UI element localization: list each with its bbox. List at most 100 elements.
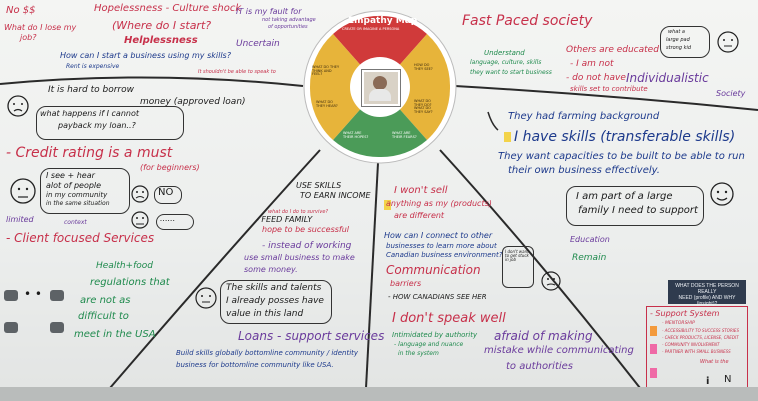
- see-hear-bubble: [40, 168, 130, 214]
- large-pad-bubble: [660, 26, 710, 58]
- note-limited: limited: [6, 215, 34, 224]
- note-skills-talents-2: I already posses have: [226, 296, 324, 306]
- magnet-dots: • •: [24, 287, 42, 301]
- note-communication: Communication: [386, 263, 481, 277]
- note-understand-3: they want to start business: [470, 69, 552, 76]
- sticky-note-yellow-2: [384, 200, 391, 210]
- note-build-1: Build skills globally bottomline communi…: [176, 349, 359, 357]
- note-society: Society: [716, 89, 746, 98]
- sticky-note-yellow: [504, 132, 511, 142]
- note-connect-3: Canadian business environment?: [386, 251, 503, 259]
- sticky-note-pink: [650, 344, 657, 354]
- note-uncertain: Uncertain: [236, 39, 280, 49]
- skills-talents-bubble: [220, 280, 332, 324]
- map-label-say-do: WHAT DO THEY DO? WHAT DO THEY SAY?: [414, 99, 433, 115]
- note-intimidated-3: in the system: [398, 350, 439, 357]
- note-skills-talents-1: The skills and talents: [226, 283, 322, 293]
- note-afraid-1: afraid of making: [494, 329, 593, 343]
- persona-face: [373, 76, 387, 90]
- magnet-1: [4, 290, 18, 301]
- note-see-hear-3: in my community: [46, 191, 108, 199]
- note-not-my-fault-2: not taking advantage: [262, 17, 316, 23]
- note-understand-2: language, culture, skills: [470, 59, 542, 66]
- note-health-food-2: regulations that: [90, 277, 170, 288]
- note-how-canadians: - HOW CANADIANS SEE HER: [388, 293, 487, 301]
- note-capacities-2: their own business effectively.: [508, 165, 660, 176]
- loan-bubble: [36, 106, 184, 140]
- note-connect-2: businesses to learn more about: [386, 242, 497, 250]
- magnet-2: [50, 290, 64, 301]
- note-see-hear-4: in the same situation: [46, 200, 110, 207]
- note-lose-job: What do I lose my: [4, 23, 77, 32]
- map-title: Empathy Map: [348, 16, 418, 26]
- note-remain: Remain: [572, 253, 607, 263]
- map-label-fears: WHAT ARE THEIR FEARS?: [392, 131, 417, 139]
- note-client-focused: - Client focused Services: [6, 231, 155, 245]
- note-intimidated-2: - language and nuance: [394, 341, 464, 348]
- note-cannot-payback: what happens if I cannot: [40, 109, 139, 118]
- note-connect-1: How can I connect to other: [384, 231, 493, 240]
- magnet-4: [50, 322, 64, 333]
- note-large-pad-1: what a: [668, 29, 685, 35]
- worried-face-icon-2: [131, 211, 149, 229]
- note-health-food-4: difficult to: [78, 311, 129, 322]
- note-barriers: barriers: [390, 279, 422, 288]
- note-what-is-the: What is the: [700, 359, 729, 365]
- note-dont-want: I don't want to get stuck in job: [505, 249, 529, 263]
- note-intimidated-1: Intimidated by authority: [392, 331, 478, 339]
- note-mentor-2: - ACCESSIBILITY TO SUCCESS STORIES: [662, 328, 739, 333]
- note-rent: Rent is expensive: [66, 63, 120, 70]
- note-what-do-i-do: what do I do to survive?: [268, 209, 329, 215]
- note-fast-paced: Fast Paced society: [462, 13, 593, 29]
- map-label-see: HOW DO THEY SEE?: [414, 63, 433, 71]
- note-health-food-1: Health+food: [96, 261, 153, 271]
- note-wont-sell-2: anything as my (products): [386, 199, 492, 208]
- note-for-beginners: (for beginners): [140, 163, 200, 172]
- note-instead-working-1: - instead of working: [262, 241, 352, 251]
- note-instead-working-3: some money.: [244, 265, 298, 274]
- small-face-icon: [541, 271, 561, 291]
- note-afraid-3: to authorities: [506, 361, 574, 372]
- note-mentor-3: - CHECK PRODUCTS, LICENSE, CREDIT: [662, 335, 739, 340]
- note-hard-borrow: It is hard to borrow: [48, 85, 134, 95]
- note-helplessness: Helplessness: [124, 35, 198, 46]
- note-do-not-have: - do not have: [566, 73, 626, 83]
- note-loans-support: Loans - support services: [238, 329, 385, 343]
- note-i-am-not: - I am not: [570, 59, 614, 69]
- note-large-pad-3: strong kid: [666, 45, 692, 51]
- note-health-food-5: meet in the USA: [74, 329, 156, 340]
- note-where-start: (Where do I start?: [112, 19, 212, 32]
- note-feed-family: - FEED FAMILY: [256, 215, 313, 224]
- note-hope-successful: hope to be successful: [262, 225, 350, 234]
- note-large-family-2: family I need to support: [578, 205, 698, 216]
- note-start-business: How can I start a business using my skil…: [60, 51, 231, 60]
- map-label-think-feel: WHAT DO THEY THINK AND FEEL?: [312, 65, 340, 77]
- note-skills-talents-3: value in this land: [226, 309, 304, 319]
- worried-face-icon: [7, 95, 29, 117]
- sticky-note-pink-2: [650, 368, 657, 378]
- note-have-skills: I have skills (transferable skills): [514, 129, 736, 145]
- no-bubble: [154, 186, 182, 204]
- magnet-3: [4, 322, 18, 333]
- persona-photo: [362, 70, 400, 106]
- note-others-educated: Others are educated: [566, 45, 659, 55]
- note-dots: ......: [160, 214, 176, 223]
- note-not-my-fault-3: of opportunities: [268, 24, 308, 30]
- sticky-note-orange: [650, 326, 657, 336]
- note-see-hear-2: alot of people: [46, 181, 102, 190]
- thinking-face-icon: [195, 287, 217, 309]
- logo-n: N: [724, 374, 732, 385]
- note-build-2: business for bottomline community like U…: [176, 361, 334, 369]
- note-large-family-1: I am part of a large: [576, 191, 673, 202]
- note-individualistic: Individualistic: [626, 71, 709, 85]
- map-label-hear: WHAT DO THEY HEAR?: [316, 100, 338, 108]
- note-money-loan: money (approved loan): [140, 97, 246, 107]
- note-wont-sell-3: are different: [394, 211, 445, 220]
- needs-card-line-1: WHAT DOES THE PERSON REALLY: [675, 283, 739, 295]
- note-instead-working-2: use small business to make: [244, 253, 355, 262]
- map-subtitle: CREATE OR IMAGINE A PERSONA: [342, 27, 400, 31]
- note-use-skills-1: USE SKILLS: [296, 181, 342, 190]
- smiling-face-icon: [710, 182, 734, 206]
- large-family-bubble: [566, 186, 704, 226]
- note-use-skills-2: TO EARN INCOME: [300, 191, 371, 200]
